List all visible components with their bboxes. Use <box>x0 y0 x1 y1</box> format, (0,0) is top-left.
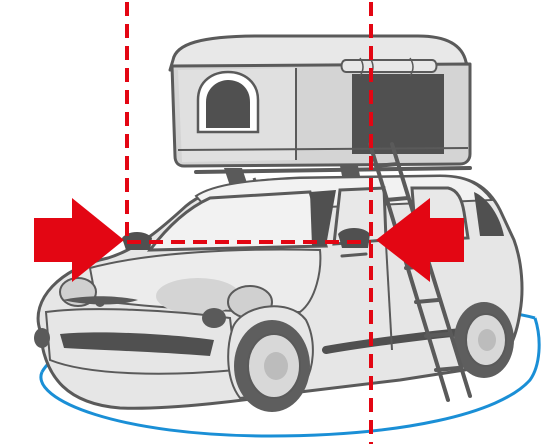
width-guides <box>125 2 373 444</box>
tent-door-roll <box>340 59 438 73</box>
rear-wheel <box>454 302 514 378</box>
tent-ladder <box>368 142 472 402</box>
front-wheel <box>227 305 314 412</box>
tent-door <box>352 74 444 154</box>
arrow-left-icon <box>376 198 464 282</box>
car <box>34 174 524 412</box>
rooftop-tent <box>168 34 472 168</box>
windshield <box>146 190 328 252</box>
lower-grille <box>60 332 214 356</box>
front-badge <box>95 297 105 307</box>
door-line <box>385 243 393 351</box>
a-pillar <box>310 190 336 246</box>
arrow-right-icon <box>34 198 124 282</box>
ground-ring-front <box>39 317 541 438</box>
tent-window-mesh <box>206 80 250 128</box>
hood-emblem <box>156 278 240 314</box>
rear-quarter-window <box>474 192 504 236</box>
door-handle <box>340 252 368 258</box>
fog-light-right <box>202 308 226 328</box>
tent-base-line <box>177 147 469 151</box>
fog-light-left <box>34 328 50 348</box>
side-mirror-right <box>338 228 370 248</box>
